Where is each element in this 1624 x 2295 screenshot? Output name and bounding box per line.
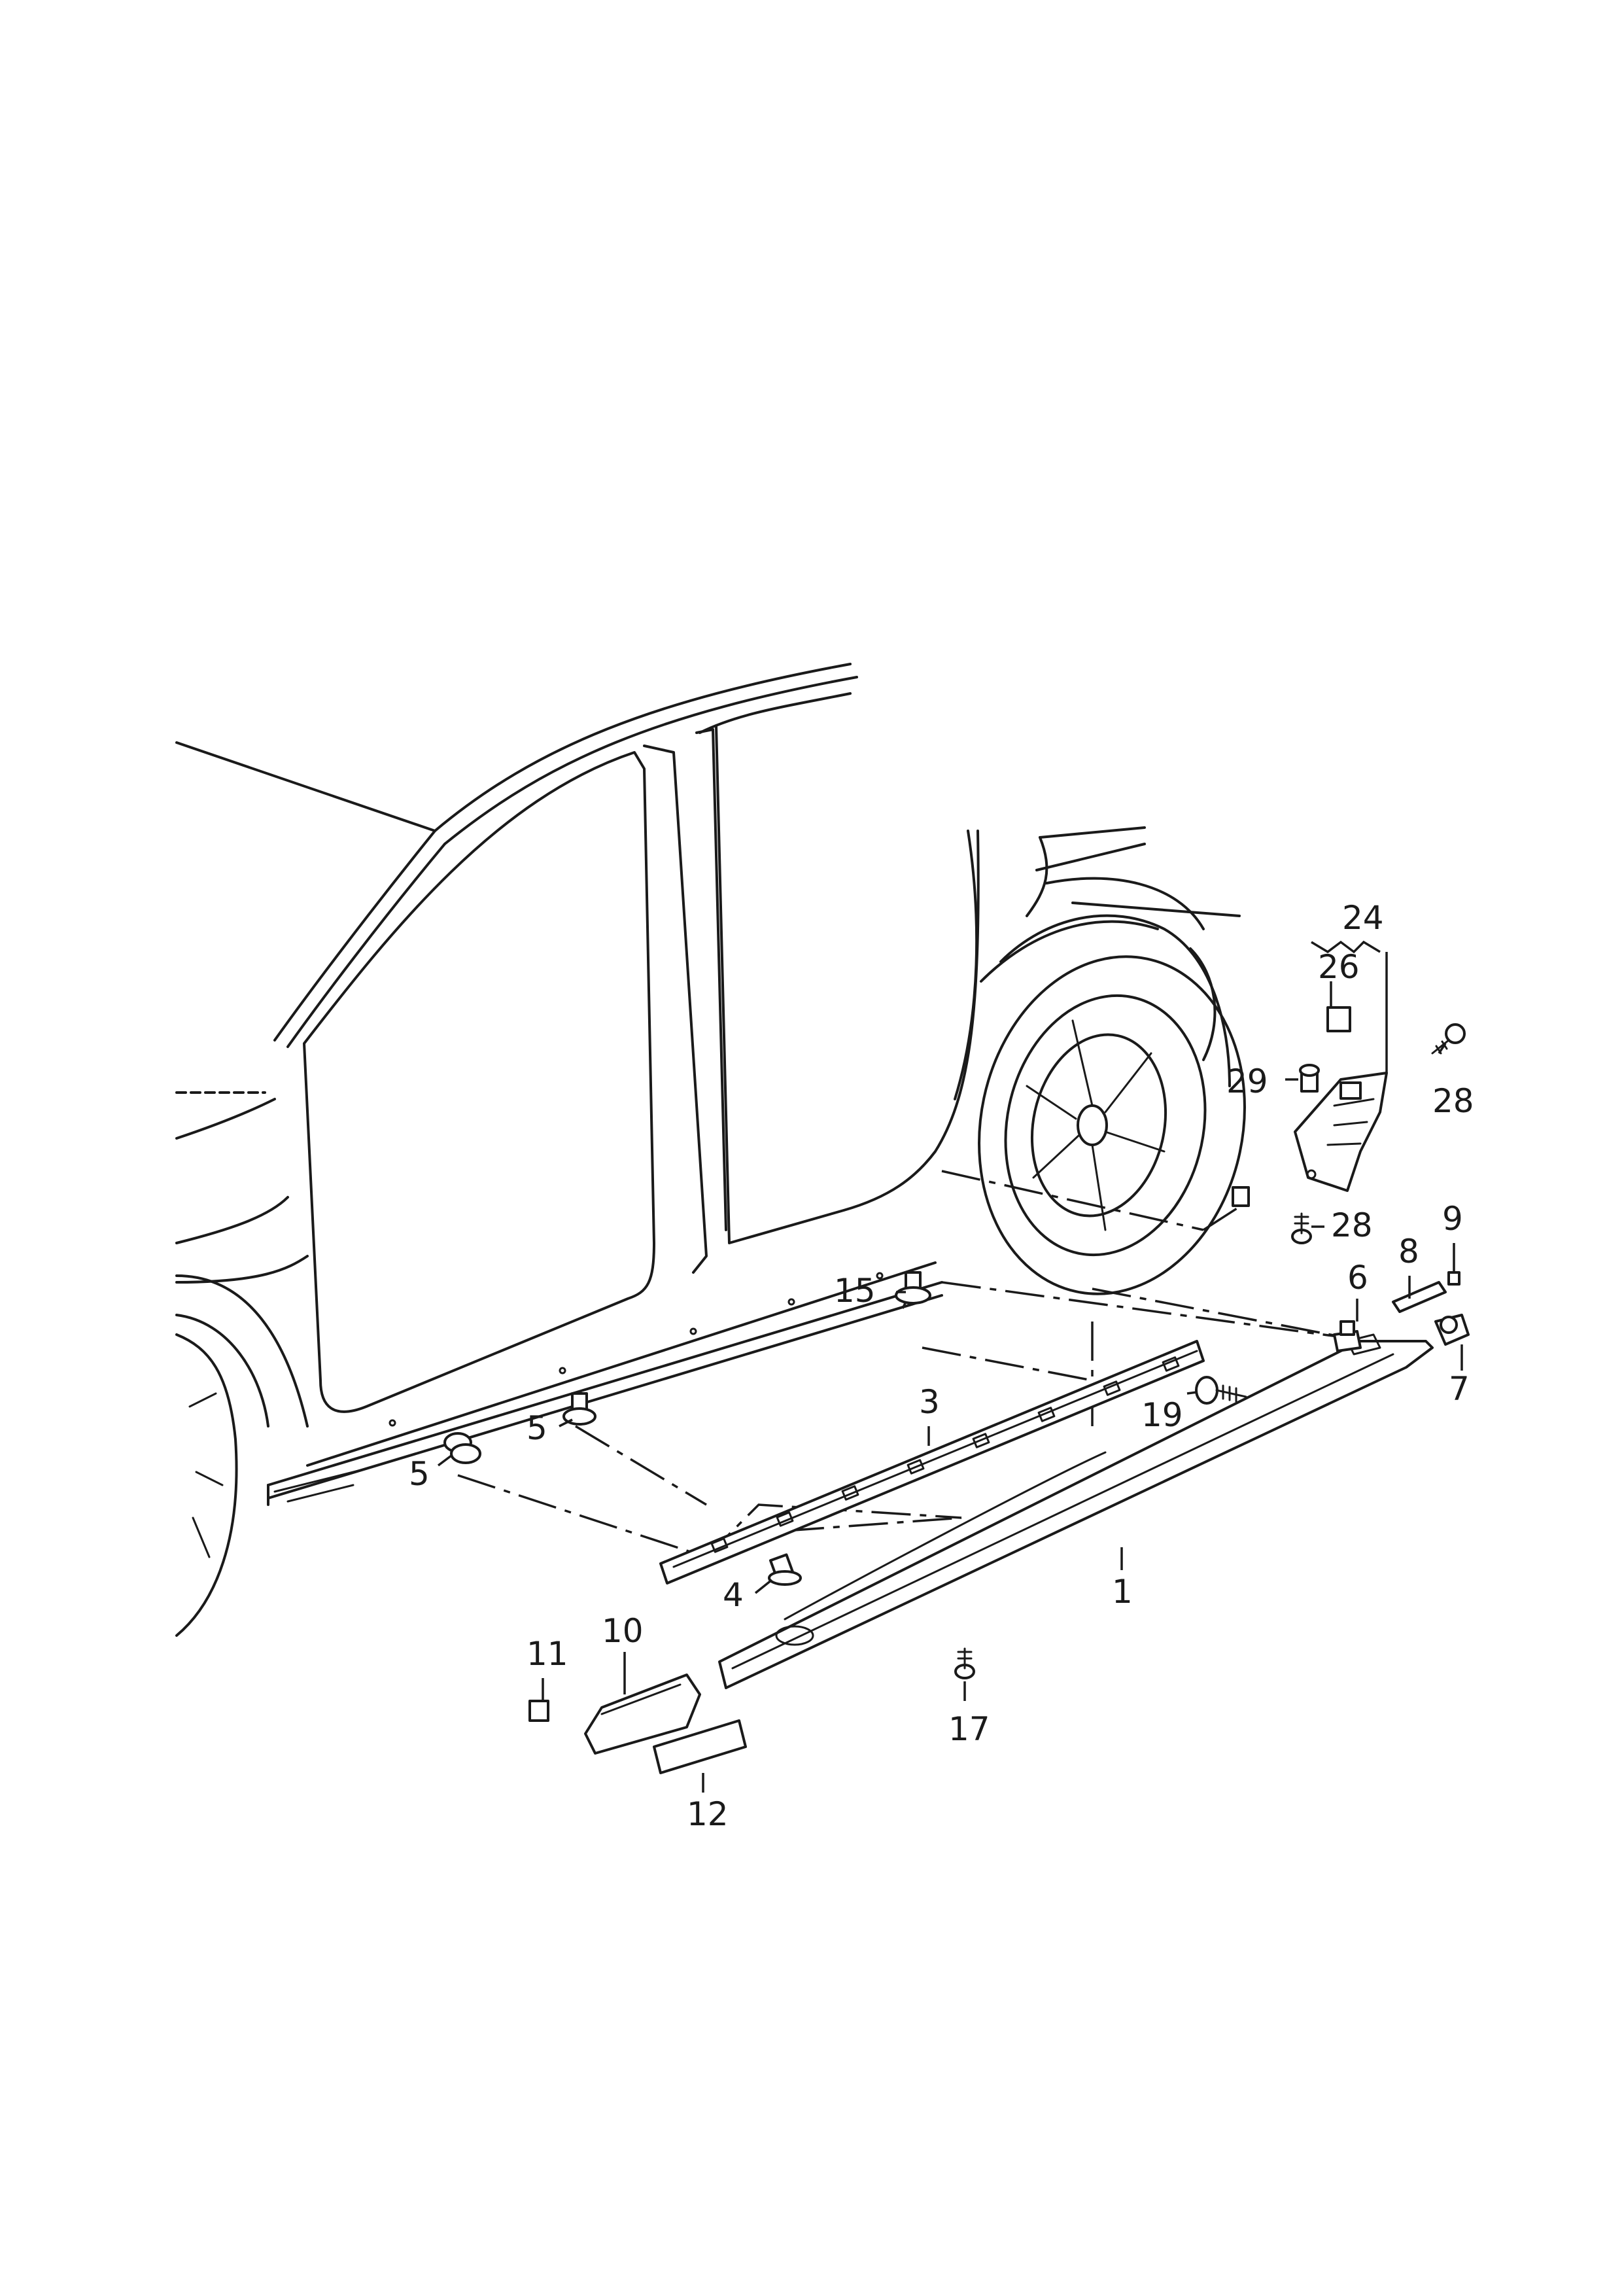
fasteners	[443, 1006, 1470, 1679]
clip-29-upper	[1299, 1064, 1320, 1093]
leader-lines	[437, 940, 1463, 1793]
callout-11: 11	[527, 1635, 568, 1673]
rear-wheel	[978, 914, 1246, 1295]
nut-26	[1326, 1006, 1351, 1032]
callout-6: 6	[1347, 1259, 1368, 1297]
callout-15: 15	[834, 1272, 876, 1310]
callout-3: 3	[919, 1383, 940, 1421]
clip-5-lower	[443, 1432, 481, 1464]
callout-8: 8	[1398, 1233, 1419, 1270]
callout-1: 1	[1112, 1573, 1133, 1611]
clip-6	[1333, 1320, 1362, 1352]
part-12-trim	[653, 1719, 747, 1774]
callout-5-upper: 5	[527, 1409, 547, 1447]
callout-7: 7	[1449, 1370, 1470, 1408]
callout-29: 29	[1226, 1062, 1268, 1100]
callout-24: 24	[1342, 899, 1384, 937]
callout-10: 10	[602, 1612, 644, 1650]
screw-28-upper	[1431, 1023, 1466, 1055]
strip-8	[1392, 1281, 1447, 1313]
callout-28-upper: 28	[1432, 1082, 1474, 1120]
callout-5-lower: 5	[409, 1455, 430, 1493]
callout-17: 17	[948, 1710, 990, 1748]
car-body-outline	[175, 663, 1241, 1637]
callout-12: 12	[687, 1795, 729, 1833]
part-24-bracket	[1294, 1072, 1388, 1192]
clip-4	[768, 1553, 802, 1586]
clip-7	[1434, 1314, 1470, 1346]
callout-26: 26	[1318, 948, 1360, 986]
screw-28-lower	[1291, 1212, 1312, 1244]
clip-29-lower	[1232, 1186, 1250, 1207]
callout-9: 9	[1442, 1200, 1463, 1238]
part-10-end-cap	[584, 1673, 701, 1755]
screw-19	[1195, 1376, 1247, 1405]
callout-4: 4	[723, 1576, 744, 1614]
screw-17	[954, 1647, 975, 1679]
callout-28-lower: 28	[1331, 1206, 1373, 1244]
callout-19: 19	[1141, 1396, 1183, 1434]
callout-labels: 1 3 4 5 5 6 7 8 9 10 11 12 15 17 19 24 2…	[409, 899, 1474, 1833]
part-3-mounting-rail	[659, 1340, 1205, 1585]
part-11-clip	[528, 1700, 549, 1722]
assembly-lines	[457, 1170, 1348, 1558]
clip-9	[1447, 1271, 1460, 1286]
